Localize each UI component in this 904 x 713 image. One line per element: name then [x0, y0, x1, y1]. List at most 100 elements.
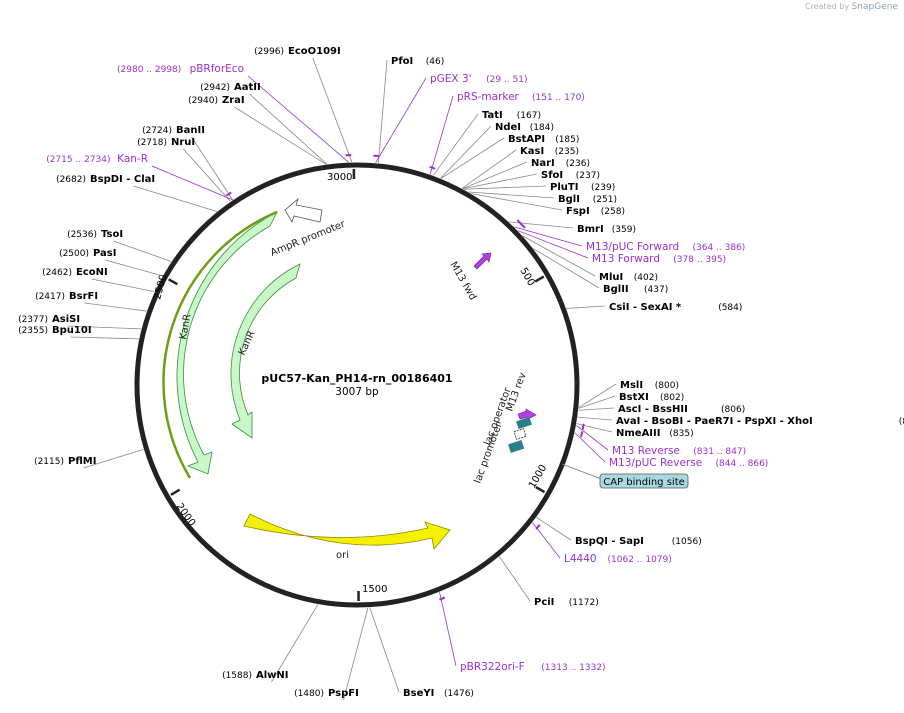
primer-label[interactable]: M13/pUC Reverse [609, 457, 702, 469]
enzyme-site-label[interactable]: BanII [176, 125, 205, 136]
enzyme-site-label[interactable]: PciI [534, 597, 554, 608]
enzyme-site-label[interactable]: PfoI [391, 56, 413, 67]
lac-operator-box[interactable] [516, 417, 532, 429]
enzyme-site-label[interactable]: BseYI [403, 688, 434, 699]
enzyme-site-label[interactable]: PasI [93, 248, 116, 259]
enzyme-position: (237) [576, 171, 600, 181]
enzyme-site-label[interactable]: NruI [171, 137, 195, 148]
enzyme-site-label[interactable]: BglII [603, 284, 629, 295]
enzyme-position: (2724) [142, 126, 172, 136]
enzyme-site-label[interactable]: BspQI - SapI [575, 536, 644, 547]
leader-line [370, 608, 399, 692]
enzyme-position: (402) [634, 273, 658, 283]
primer-range: (2980 .. 2998) [117, 65, 181, 75]
primer-label[interactable]: L4440 [564, 553, 597, 565]
primer-range: (1062 .. 1079) [608, 555, 672, 565]
enzyme-site-label[interactable]: EcoNI [76, 267, 108, 278]
kanr-outer-arrow[interactable] [177, 212, 277, 474]
plasmid-size: 3007 bp [335, 386, 379, 398]
leader-line [376, 78, 426, 163]
m13-fwd-arrow[interactable] [474, 253, 491, 269]
enzyme-site-label[interactable]: PspFI [328, 688, 359, 699]
enzyme-site-label[interactable]: SfoI [541, 170, 563, 181]
enzyme-position: (1588) [222, 671, 252, 681]
leader-line [462, 150, 516, 188]
leader-line [71, 337, 139, 339]
leader-line [248, 76, 349, 162]
m13-rev-arrow[interactable] [518, 409, 536, 419]
enzyme-site-label[interactable]: NarI [531, 158, 555, 169]
enzyme-position: (2377) [18, 315, 48, 325]
enzyme-position: (167) [517, 111, 541, 121]
leader-line [250, 94, 327, 164]
enzyme-site-label[interactable]: NmeAIII [616, 428, 660, 439]
tick-label: 2500 [152, 273, 169, 300]
leader-line [430, 96, 453, 174]
leader-line [113, 241, 171, 262]
lac-promoter-box[interactable] [508, 440, 524, 453]
primer-label[interactable]: pBRforEco [190, 63, 244, 75]
tick-label: 500 [517, 266, 536, 288]
tick-label: 1500 [362, 584, 387, 595]
enzyme-site-label[interactable]: TsoI [101, 229, 123, 240]
primer-range: (364 .. 386) [693, 243, 746, 253]
enzyme-site-label[interactable]: TatI [482, 110, 503, 121]
enzyme-site-label[interactable]: AatII [234, 82, 261, 93]
enzyme-site-label[interactable]: MluI [599, 272, 623, 283]
enzyme-site-label[interactable]: AvaI - BsoBI - PaeR7I - PspXI - XhoI [616, 416, 813, 427]
leader-line [344, 608, 368, 700]
enzyme-site-label[interactable]: MslI [620, 380, 643, 391]
enzyme-site-label[interactable]: ZraI [222, 95, 245, 106]
enzyme-site-label[interactable]: PflMI [68, 456, 96, 467]
leader-line [133, 186, 217, 211]
kanr-outer-label: KanR [178, 313, 193, 340]
enzyme-position: (1056) [672, 537, 702, 547]
ampr-promoter-arrow[interactable] [285, 199, 322, 222]
primer-label[interactable]: pRS-marker [457, 91, 520, 103]
primer-binding-mark [583, 424, 584, 430]
enzyme-position: (2355) [18, 326, 48, 336]
primer-range: (151 .. 170) [532, 93, 585, 103]
enzyme-site-label[interactable]: BspDI - ClaI [90, 174, 155, 185]
enzyme-site-label[interactable]: AlwNI [256, 670, 289, 681]
leader-line [576, 425, 608, 450]
enzyme-site-label[interactable]: CsiI - SexAI * [609, 302, 682, 313]
leader-line [105, 260, 162, 276]
enzyme-site-label[interactable]: BglI [558, 194, 580, 205]
leader-line [536, 517, 571, 540]
primer-binding-mark [536, 525, 540, 530]
primer-binding-mark [439, 598, 444, 600]
enzyme-site-label[interactable]: BsrFI [69, 291, 98, 302]
primer-label[interactable]: pBR322ori-F [460, 661, 525, 673]
enzyme-site-label[interactable]: KasI [520, 146, 544, 157]
primer-label[interactable]: pGEX 3' [430, 73, 472, 85]
enzyme-position: (2682) [56, 175, 86, 185]
tick-label: 3000 [327, 172, 352, 183]
enzyme-position: (2462) [42, 268, 72, 278]
enzyme-site-label[interactable]: BstXI [619, 392, 649, 403]
enzyme-site-label[interactable]: Bpu10I [52, 325, 92, 336]
cap-binding-site-label: CAP binding site [603, 477, 685, 488]
enzyme-site-label[interactable]: AsiSI [52, 314, 80, 325]
primer-binding-mark [581, 431, 582, 437]
enzyme-site-label[interactable]: BstAPI [508, 134, 545, 145]
plasmid-name: pUC57-Kan_PH14-rn_00186401 [261, 372, 452, 385]
leader-line [577, 424, 612, 432]
enzyme-site-label[interactable]: AscI - BssHII [618, 404, 688, 415]
enzyme-site-label[interactable]: NdeI [495, 122, 521, 133]
enzyme-site-label[interactable]: BmrI [577, 224, 604, 235]
leader-line [378, 60, 387, 163]
enzyme-site-label[interactable]: PluTI [550, 182, 578, 193]
enzyme-site-label[interactable]: FspI [566, 206, 590, 217]
primer-label[interactable]: M13 Reverse [612, 445, 680, 457]
enzyme-site-label[interactable]: EcoO109I [288, 46, 341, 57]
leader-line [469, 192, 554, 198]
ori-arrow[interactable] [244, 514, 450, 549]
primer-binding-mark [226, 192, 231, 195]
primer-label[interactable]: M13/pUC Forward [586, 241, 679, 253]
primer-label[interactable]: M13 Forward [592, 253, 660, 265]
primer-label[interactable]: Kan-R [117, 153, 148, 165]
enzyme-position: (185) [555, 135, 579, 145]
enzyme-position: (1172) [569, 598, 599, 608]
